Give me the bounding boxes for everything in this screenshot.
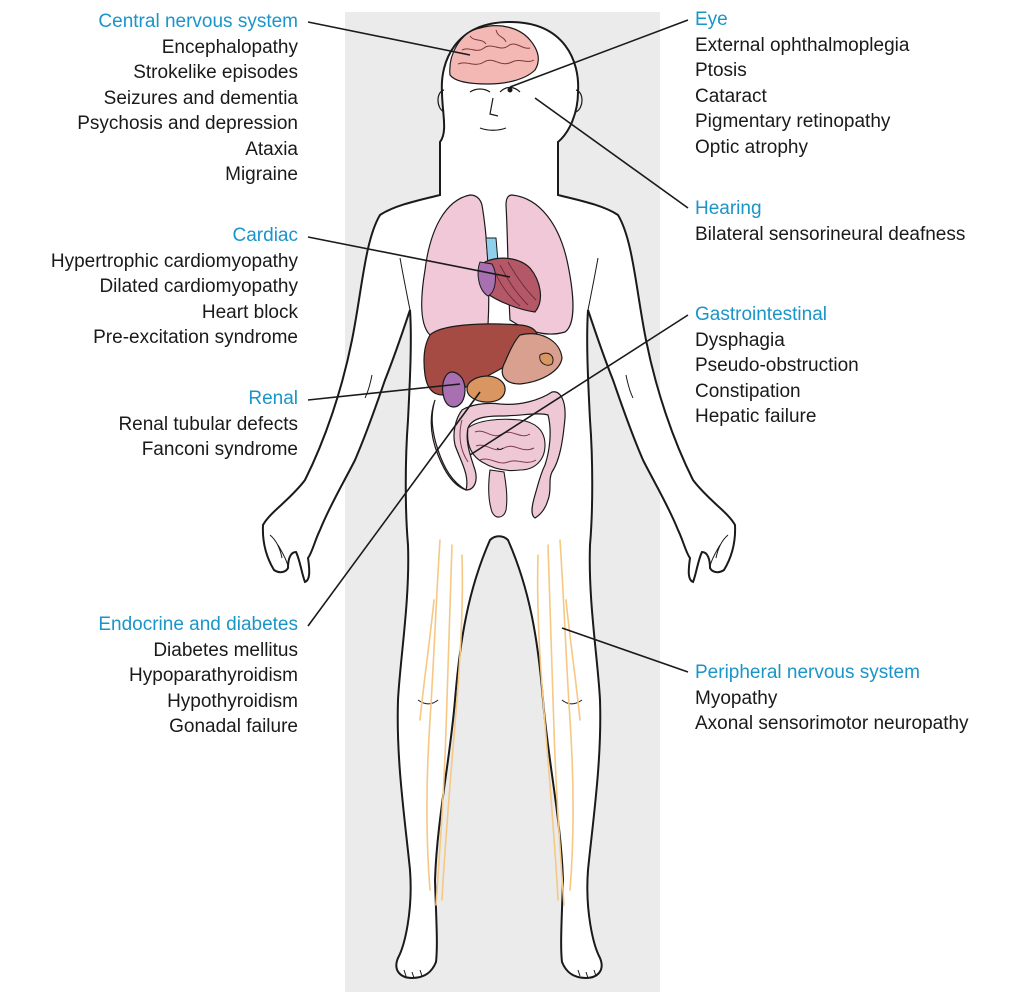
leader-eye <box>509 19 689 88</box>
heading-central-nervous-system: Central nervous system <box>98 11 298 32</box>
leader-central-nervous-system <box>307 21 471 56</box>
leader-cardiac <box>307 236 511 278</box>
item-cataract: Cataract <box>695 85 767 107</box>
heading-cardiac: Cardiac <box>232 225 298 246</box>
rectum <box>488 469 508 518</box>
heading-endocrine-and-diabetes: Endocrine and diabetes <box>98 614 298 635</box>
item-bilateral-sensorineural-deafness: Bilateral sensorineural deafness <box>695 223 966 245</box>
item-myopathy: Myopathy <box>695 687 778 709</box>
item-pseudo-obstruction: Pseudo-obstruction <box>695 355 859 376</box>
heading-hearing: Hearing <box>695 198 762 219</box>
heading-peripheral-nervous-system: Peripheral nervous system <box>695 662 920 683</box>
item-constipation: Constipation <box>695 380 801 402</box>
ear-right <box>575 89 583 113</box>
item-fanconi-syndrome: Fanconi syndrome <box>141 439 298 460</box>
item-hepatic-failure: Hepatic failure <box>695 406 817 427</box>
heading-renal: Renal <box>248 388 298 409</box>
item-strokelike-episodes: Strokelike episodes <box>133 62 298 83</box>
item-renal-tubular-defects: Renal tubular defects <box>118 413 298 435</box>
group-endocrine-and-diabetes: Endocrine and diabetes Diabetes mellitus… <box>98 612 298 740</box>
brain <box>449 25 539 85</box>
hand-right-lines <box>709 534 729 567</box>
item-dilated-cardiomyopathy: Dilated cardiomyopathy <box>99 276 298 297</box>
item-psychosis-and-depression: Psychosis and depression <box>77 113 298 134</box>
group-central-nervous-system: Central nervous system Encephalopathy St… <box>77 9 298 188</box>
item-dysphagia: Dysphagia <box>695 329 785 351</box>
leader-endocrine-and-diabetes <box>307 391 481 627</box>
item-external-ophthalmoplegia: External ophthalmoplegia <box>695 34 910 56</box>
knee-left <box>417 699 439 705</box>
mouth <box>479 127 507 131</box>
item-ptosis: Ptosis <box>695 60 747 81</box>
feet-toes <box>403 969 597 979</box>
item-axonal-sensorimotor-neuropathy: Axonal sensorimotor neuropathy <box>695 713 969 734</box>
torso-line-right <box>587 257 599 311</box>
item-optic-atrophy: Optic atrophy <box>695 136 808 158</box>
large-intestine <box>430 391 566 519</box>
small-intestine <box>467 418 546 472</box>
ear-left <box>437 89 445 113</box>
navel <box>496 447 504 450</box>
gallbladder <box>539 352 554 366</box>
item-migraine: Migraine <box>225 164 298 185</box>
arm-crease-right <box>625 374 634 399</box>
item-encephalopathy: Encephalopathy <box>161 36 298 58</box>
peripheral-nerves <box>419 539 581 906</box>
hand-left-lines <box>269 534 289 567</box>
leader-peripheral-nervous-system <box>561 627 689 673</box>
heading-gastrointestinal: Gastrointestinal <box>695 304 828 325</box>
pancreas <box>466 375 506 403</box>
heading-eye: Eye <box>695 9 728 30</box>
leader-lines <box>307 19 689 673</box>
item-pre-excitation-syndrome: Pre-excitation syndrome <box>93 327 298 348</box>
item-hypoparathyroidism: Hypoparathyroidism <box>129 665 298 686</box>
leader-gastrointestinal <box>469 314 689 456</box>
arm-crease-left <box>364 374 373 399</box>
item-ataxia: Ataxia <box>245 138 298 160</box>
item-hypertrophic-cardiomyopathy: Hypertrophic cardiomyopathy <box>50 250 298 272</box>
group-gastrointestinal: Gastrointestinal Dysphagia Pseudo-obstru… <box>695 302 859 430</box>
group-hearing: Hearing Bilateral sensorineural deafness <box>695 196 965 247</box>
group-renal: Renal Renal tubular defects Fanconi synd… <box>118 386 298 463</box>
knee-right <box>561 699 583 705</box>
item-seizures-and-dementia: Seizures and dementia <box>103 87 298 109</box>
item-heart-block: Heart block <box>201 301 298 323</box>
torso-line-left <box>399 257 411 311</box>
group-peripheral-nervous-system: Peripheral nervous system Myopathy Axona… <box>695 660 969 737</box>
item-gonadal-failure: Gonadal failure <box>169 716 298 737</box>
stomach <box>501 333 563 385</box>
leader-renal <box>307 383 461 401</box>
nose <box>489 97 499 117</box>
eye-left <box>469 88 491 93</box>
group-eye: Eye External ophthalmoplegia Ptosis Cata… <box>695 7 909 160</box>
item-pigmentary-retinopathy: Pigmentary retinopathy <box>695 111 891 132</box>
brain-folds <box>457 29 535 65</box>
item-diabetes-mellitus: Diabetes mellitus <box>153 639 298 661</box>
kidney <box>441 371 466 408</box>
eye-pupil <box>507 87 513 93</box>
heart-atrium <box>477 261 496 297</box>
group-cardiac: Cardiac Hypertrophic cardiomyopathy Dila… <box>51 223 298 351</box>
leader-hearing <box>534 97 689 209</box>
item-hypothyroidism: Hypothyroidism <box>167 690 298 712</box>
